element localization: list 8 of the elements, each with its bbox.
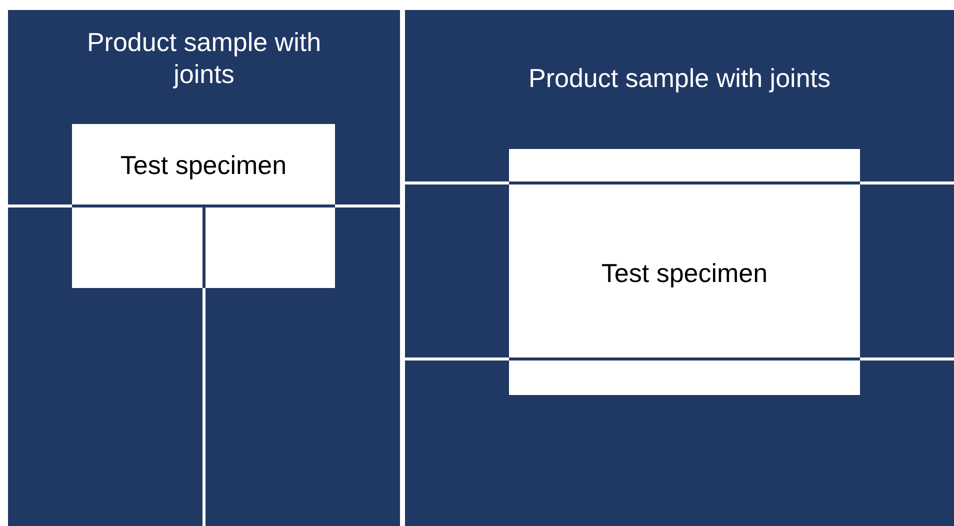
specimen-label: Test specimen xyxy=(600,257,769,289)
test-specimen-box xyxy=(72,124,335,288)
test-specimen-box xyxy=(509,149,860,395)
product-sample-panel xyxy=(405,10,954,526)
panel-title: Product sample with joints xyxy=(86,26,322,90)
product-sample-panel xyxy=(8,10,400,526)
specimen-label: Test specimen xyxy=(119,149,288,181)
panel-title: Product sample with joints xyxy=(527,62,832,94)
